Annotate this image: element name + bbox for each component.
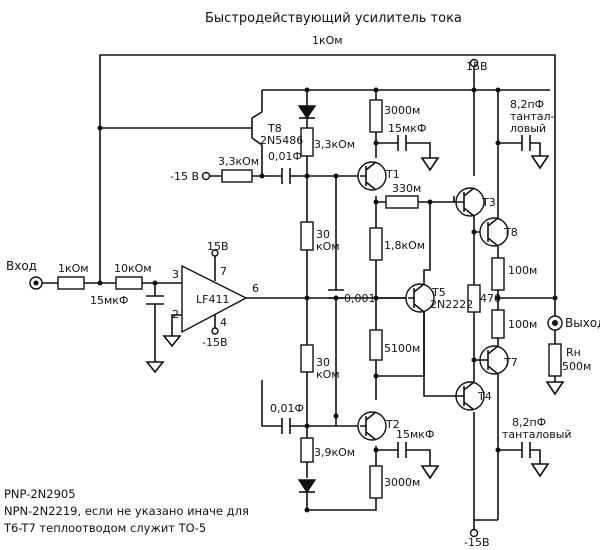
- diode-bottom: [297, 479, 317, 494]
- label-r3000-bot: 3000м: [384, 476, 420, 489]
- label-r-in2: 10кОм: [114, 262, 152, 275]
- transistor-t5: [405, 283, 435, 313]
- pos-supply-terminal: [469, 58, 479, 68]
- label-c15-top: 15мкФ: [388, 122, 426, 135]
- resistor-10-bottom: [491, 309, 505, 339]
- resistor-30k-top: [300, 221, 314, 251]
- label-pin7: 7: [220, 265, 227, 278]
- resistor-3-3k-left: [221, 169, 253, 183]
- resistor-10-top: [491, 257, 505, 291]
- neg-supply-terminal-bottom: [469, 528, 479, 538]
- transistor-t1: [357, 161, 387, 191]
- note-line-3: T6-T7 теплоотводом служит ТО-5: [4, 521, 207, 535]
- resistor-3-9k: [300, 437, 314, 463]
- label-cap-bot-a: 8,2пФ: [512, 416, 546, 429]
- note-line-1: PNP-2N2905: [4, 487, 76, 501]
- label-c-bot: 0,01Ф: [270, 402, 304, 415]
- label-c15-bot: 15мкФ: [396, 428, 434, 441]
- diagram-title: Быстродействующий усилитель тока: [205, 11, 462, 26]
- note-line-2: NPN-2N2219, если не указано иначе для: [4, 504, 249, 518]
- transistor-t8b: [479, 217, 509, 247]
- label-cap-top-c: ловый: [510, 122, 546, 135]
- label-r-neg: 3,3кОм: [218, 155, 259, 168]
- label-op-vpos: 15В: [207, 240, 229, 253]
- label-r510: 5100м: [384, 342, 420, 355]
- transistor-t3: [454, 187, 485, 217]
- label-t1: T1: [385, 168, 400, 181]
- neg-supply-terminal: [201, 171, 211, 181]
- label-r33: 3,3кОм: [314, 138, 355, 151]
- label-r100-b: 100м: [508, 318, 537, 331]
- label-t8: T8: [267, 122, 282, 135]
- opamp-lf411: [181, 264, 248, 334]
- label-c-top: 0,01Ф: [268, 150, 302, 163]
- resistor-510: [369, 329, 383, 361]
- resistor-load: [548, 343, 562, 377]
- resistor-3-3k: [300, 127, 314, 157]
- resistor-300-bottom: [369, 465, 383, 499]
- label-op-vneg: -15В: [202, 336, 228, 349]
- label-t8b: T8: [503, 226, 518, 239]
- label-pin4: 4: [220, 316, 227, 329]
- transistor-t2: [357, 411, 387, 441]
- label-r30-top-a: 30: [316, 228, 330, 241]
- label-r-feedback: 1кОм: [312, 34, 343, 47]
- label-vneg-bot: -15В: [464, 536, 490, 549]
- label-pin3: 3: [172, 268, 179, 281]
- label-t7: T7: [503, 356, 518, 369]
- resistor-input-10k: [115, 276, 143, 290]
- label-t8-type: 2N5486: [260, 134, 303, 147]
- label-r1k8: 1,8кОм: [384, 239, 425, 252]
- output-label: Выход: [565, 316, 600, 330]
- transistor-t7: [479, 345, 509, 375]
- label-t3: T3: [481, 196, 496, 209]
- resistor-1-8k: [369, 227, 383, 261]
- label-cap-bot-b: танталовый: [502, 428, 572, 441]
- label-t5: T5: [431, 286, 446, 299]
- transistor-t4: [454, 381, 485, 411]
- label-cap-top-a: 8,2пФ: [510, 98, 544, 111]
- label-t4: T4: [477, 390, 492, 403]
- label-vneg-left: -15 В: [170, 170, 199, 183]
- label-r30-bot-b: кОм: [316, 368, 340, 381]
- resistor-33: [385, 195, 419, 209]
- resistor-input-1k: [57, 276, 85, 290]
- resistor-300-top: [369, 99, 383, 133]
- diode-top: [297, 105, 317, 120]
- label-rh-a: Rн: [566, 346, 581, 359]
- label-cap-top-b: тантал-: [510, 110, 555, 123]
- label-r30-bot-a: 30: [316, 356, 330, 369]
- label-r30-top-b: кОм: [316, 240, 340, 253]
- label-vpos-top: 15В: [466, 60, 488, 73]
- label-r100-a: 100м: [508, 264, 537, 277]
- label-opamp: LF411: [196, 293, 229, 306]
- label-pin2: 2: [172, 308, 179, 321]
- label-r470: 470: [480, 292, 501, 305]
- label-r3000-top: 3000м: [384, 104, 420, 117]
- label-pin6: 6: [252, 282, 259, 295]
- label-t2: T2: [385, 418, 400, 431]
- notes: PNP-2N2905 NPN-2N2219, если не указано и…: [4, 486, 249, 537]
- label-rh-b: 500м: [562, 360, 591, 373]
- label-r-in: 1кОм: [58, 262, 89, 275]
- input-label: Вход: [6, 259, 37, 273]
- label-r330: 330м: [392, 182, 421, 195]
- resistor-30k-bottom: [300, 344, 314, 373]
- resistor-470: [467, 284, 481, 313]
- label-c-in: 15мкФ: [90, 294, 128, 307]
- label-r39: 3,9кОм: [314, 446, 355, 459]
- label-c-mid: 0,001: [344, 292, 376, 305]
- label-t5-type: 2N2222: [430, 298, 473, 311]
